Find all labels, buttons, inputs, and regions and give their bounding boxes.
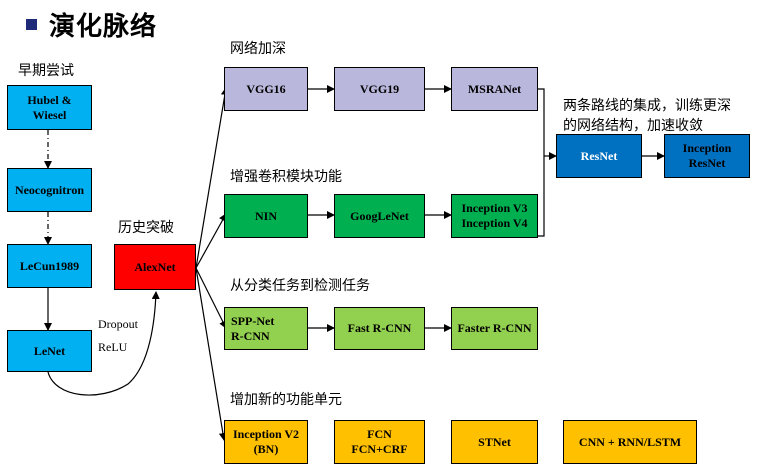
node-nin: NIN: [224, 194, 308, 238]
node-hubel-wiesel: Hubel & Wiesel: [7, 85, 92, 130]
node-fcn: FCN FCN+CRF: [334, 420, 425, 464]
merge-note: 两条路线的集成，训练更深 的网络结构，加速收敛: [563, 98, 731, 134]
node-googlenet: GoogLeNet: [334, 194, 425, 238]
node-lecun1989: LeCun1989: [7, 244, 92, 288]
label-breakthrough: 历史突破: [118, 220, 174, 236]
label-conv: 增强卷积模块功能: [230, 169, 342, 185]
title-bullet-icon: [26, 19, 37, 30]
label-early: 早期尝试: [18, 63, 74, 79]
node-vgg16: VGG16: [224, 67, 308, 111]
label-units: 增加新的功能单元: [230, 392, 342, 408]
node-vgg19: VGG19: [334, 67, 425, 111]
node-cnn-rnn-lstm: CNN + RNN/LSTM: [563, 420, 697, 464]
node-inception-resnet: Inception ResNet: [664, 134, 750, 178]
node-stnet: STNet: [451, 420, 538, 464]
relu-annotation: ReLU: [98, 340, 128, 354]
node-resnet: ResNet: [556, 134, 642, 178]
node-lenet: LeNet: [7, 330, 92, 372]
node-sppnet-rcnn: SPP-Net R-CNN: [224, 307, 308, 350]
node-neocognitron: Neocognitron: [7, 168, 92, 212]
node-inception-v3-v4: Inception V3 Inception V4: [451, 194, 538, 238]
node-msranet: MSRANet: [451, 67, 538, 111]
page-title: 演化脉络: [49, 12, 158, 42]
label-detect: 从分类任务到检测任务: [230, 278, 370, 294]
label-deepen: 网络加深: [230, 41, 286, 57]
node-fast-rcnn: Fast R-CNN: [334, 307, 425, 350]
node-inception-v2-bn: Inception V2 (BN): [224, 420, 308, 464]
dropout-annotation: Dropout: [98, 317, 138, 331]
node-faster-rcnn: Faster R-CNN: [451, 307, 538, 350]
node-alexnet: AlexNet: [114, 244, 196, 290]
title-row: 演化脉络: [26, 6, 157, 43]
